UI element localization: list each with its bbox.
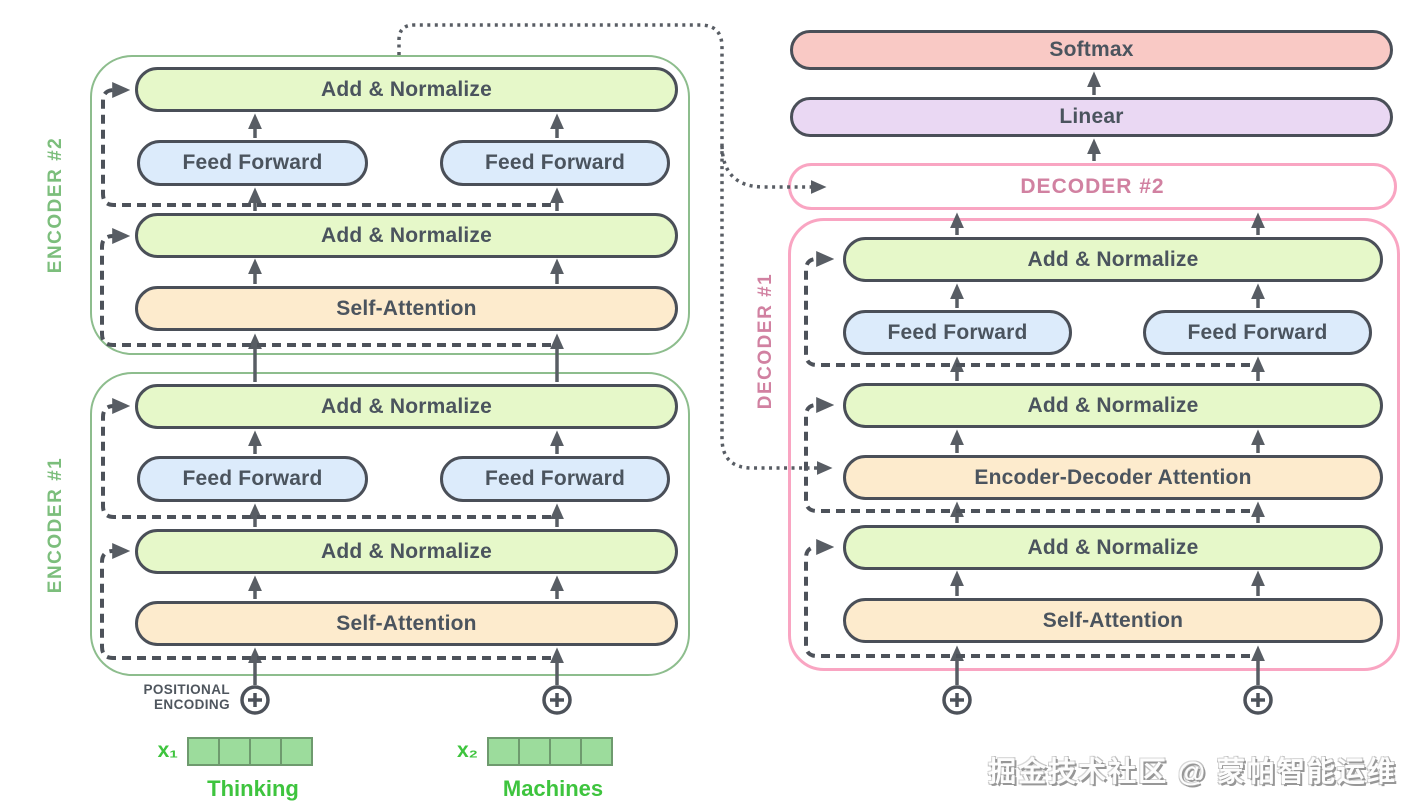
decoder1-encoder-decoder-attention: Encoder-Decoder Attention xyxy=(843,455,1383,500)
x2-label: x₂ xyxy=(456,739,478,762)
input-word-machines: Machines xyxy=(502,776,604,801)
embedding-cell xyxy=(218,737,251,766)
box-label: Feed Forward xyxy=(1187,320,1328,344)
box-label: Self-Attention xyxy=(1042,608,1184,632)
embedding-cell xyxy=(487,737,520,766)
plus-circle-icon xyxy=(240,685,270,715)
embedding-cell xyxy=(580,737,613,766)
box-label: Add & Normalize xyxy=(320,77,493,101)
encoder1-self-attention: Self-Attention xyxy=(135,601,678,646)
x1-embedding-vector xyxy=(187,737,313,766)
positional-encoding-label: POSITIONAL ENCODING xyxy=(143,682,230,712)
encoder1-feed-forward-right: Feed Forward xyxy=(440,456,670,502)
embedding-cell xyxy=(187,737,220,766)
watermark-text: 掘金技术社区 @ 蒙帕智能运维 xyxy=(988,756,1397,787)
box-label: Self-Attention xyxy=(336,611,477,635)
decoder2-label: DECODER #2 xyxy=(1020,174,1165,198)
embedding-cell xyxy=(549,737,582,766)
embedding-cell xyxy=(280,737,313,766)
encoder1-add-normalize-top: Add & Normalize xyxy=(135,384,678,429)
box-label: Linear xyxy=(1059,105,1124,128)
box-label: Feed Forward xyxy=(484,467,626,490)
box-label: Feed Forward xyxy=(887,320,1028,344)
embedding-cell xyxy=(518,737,551,766)
linear-box: Linear xyxy=(790,97,1393,137)
decoder1-self-attention: Self-Attention xyxy=(843,598,1383,643)
plus-circle-icon xyxy=(542,685,572,715)
plus-circle-icon xyxy=(1243,685,1273,715)
encoder2-feed-forward-left: Feed Forward xyxy=(137,140,368,186)
box-label: Feed Forward xyxy=(182,151,323,174)
decoder1-feed-forward-right: Feed Forward xyxy=(1143,310,1372,355)
encoder1-add-normalize-mid: Add & Normalize xyxy=(135,529,678,574)
decoder1-add-normalize-top: Add & Normalize xyxy=(843,237,1383,282)
box-label: Add & Normalize xyxy=(1027,247,1199,271)
input-word-thinking: Thinking xyxy=(207,776,299,801)
encoder1-feed-forward-left: Feed Forward xyxy=(137,456,368,502)
encoder2-feed-forward-right: Feed Forward xyxy=(440,140,670,186)
box-label: Add & Normalize xyxy=(320,539,493,563)
box-label: Feed Forward xyxy=(182,467,323,490)
softmax-box: Softmax xyxy=(790,30,1393,70)
plus-circle-icon xyxy=(942,685,972,715)
decoder1-feed-forward-left: Feed Forward xyxy=(843,310,1072,355)
box-label: Feed Forward xyxy=(484,151,626,174)
box-label: Add & Normalize xyxy=(1027,535,1199,559)
encoder2-add-normalize-mid: Add & Normalize xyxy=(135,213,678,258)
x2-embedding-vector xyxy=(487,737,613,766)
embedding-cell xyxy=(249,737,282,766)
box-label: Self-Attention xyxy=(336,296,477,320)
positional-encoding-plus-icons xyxy=(240,685,1273,715)
box-label: Softmax xyxy=(1049,38,1134,61)
decoder2-box: DECODER #2 xyxy=(788,163,1397,210)
box-label: Encoder-Decoder Attention xyxy=(974,465,1252,489)
box-label: Add & Normalize xyxy=(320,394,493,418)
encoder2-label: ENCODER #2 xyxy=(45,136,66,274)
decoder1-add-normalize-mid: Add & Normalize xyxy=(843,383,1383,428)
decoder1-label: DECODER #1 xyxy=(755,272,776,410)
encoder1-label: ENCODER #1 xyxy=(45,456,66,594)
encoder2-self-attention: Self-Attention xyxy=(135,286,678,331)
positional-encoding-line2: ENCODING xyxy=(154,696,230,712)
encoder2-add-normalize-top: Add & Normalize xyxy=(135,67,678,112)
decoder1-add-normalize-bot: Add & Normalize xyxy=(843,525,1383,570)
box-label: Add & Normalize xyxy=(320,223,493,247)
x1-label: x₁ xyxy=(157,739,178,762)
positional-encoding-line1: POSITIONAL xyxy=(143,682,230,697)
box-label: Add & Normalize xyxy=(1027,393,1199,417)
